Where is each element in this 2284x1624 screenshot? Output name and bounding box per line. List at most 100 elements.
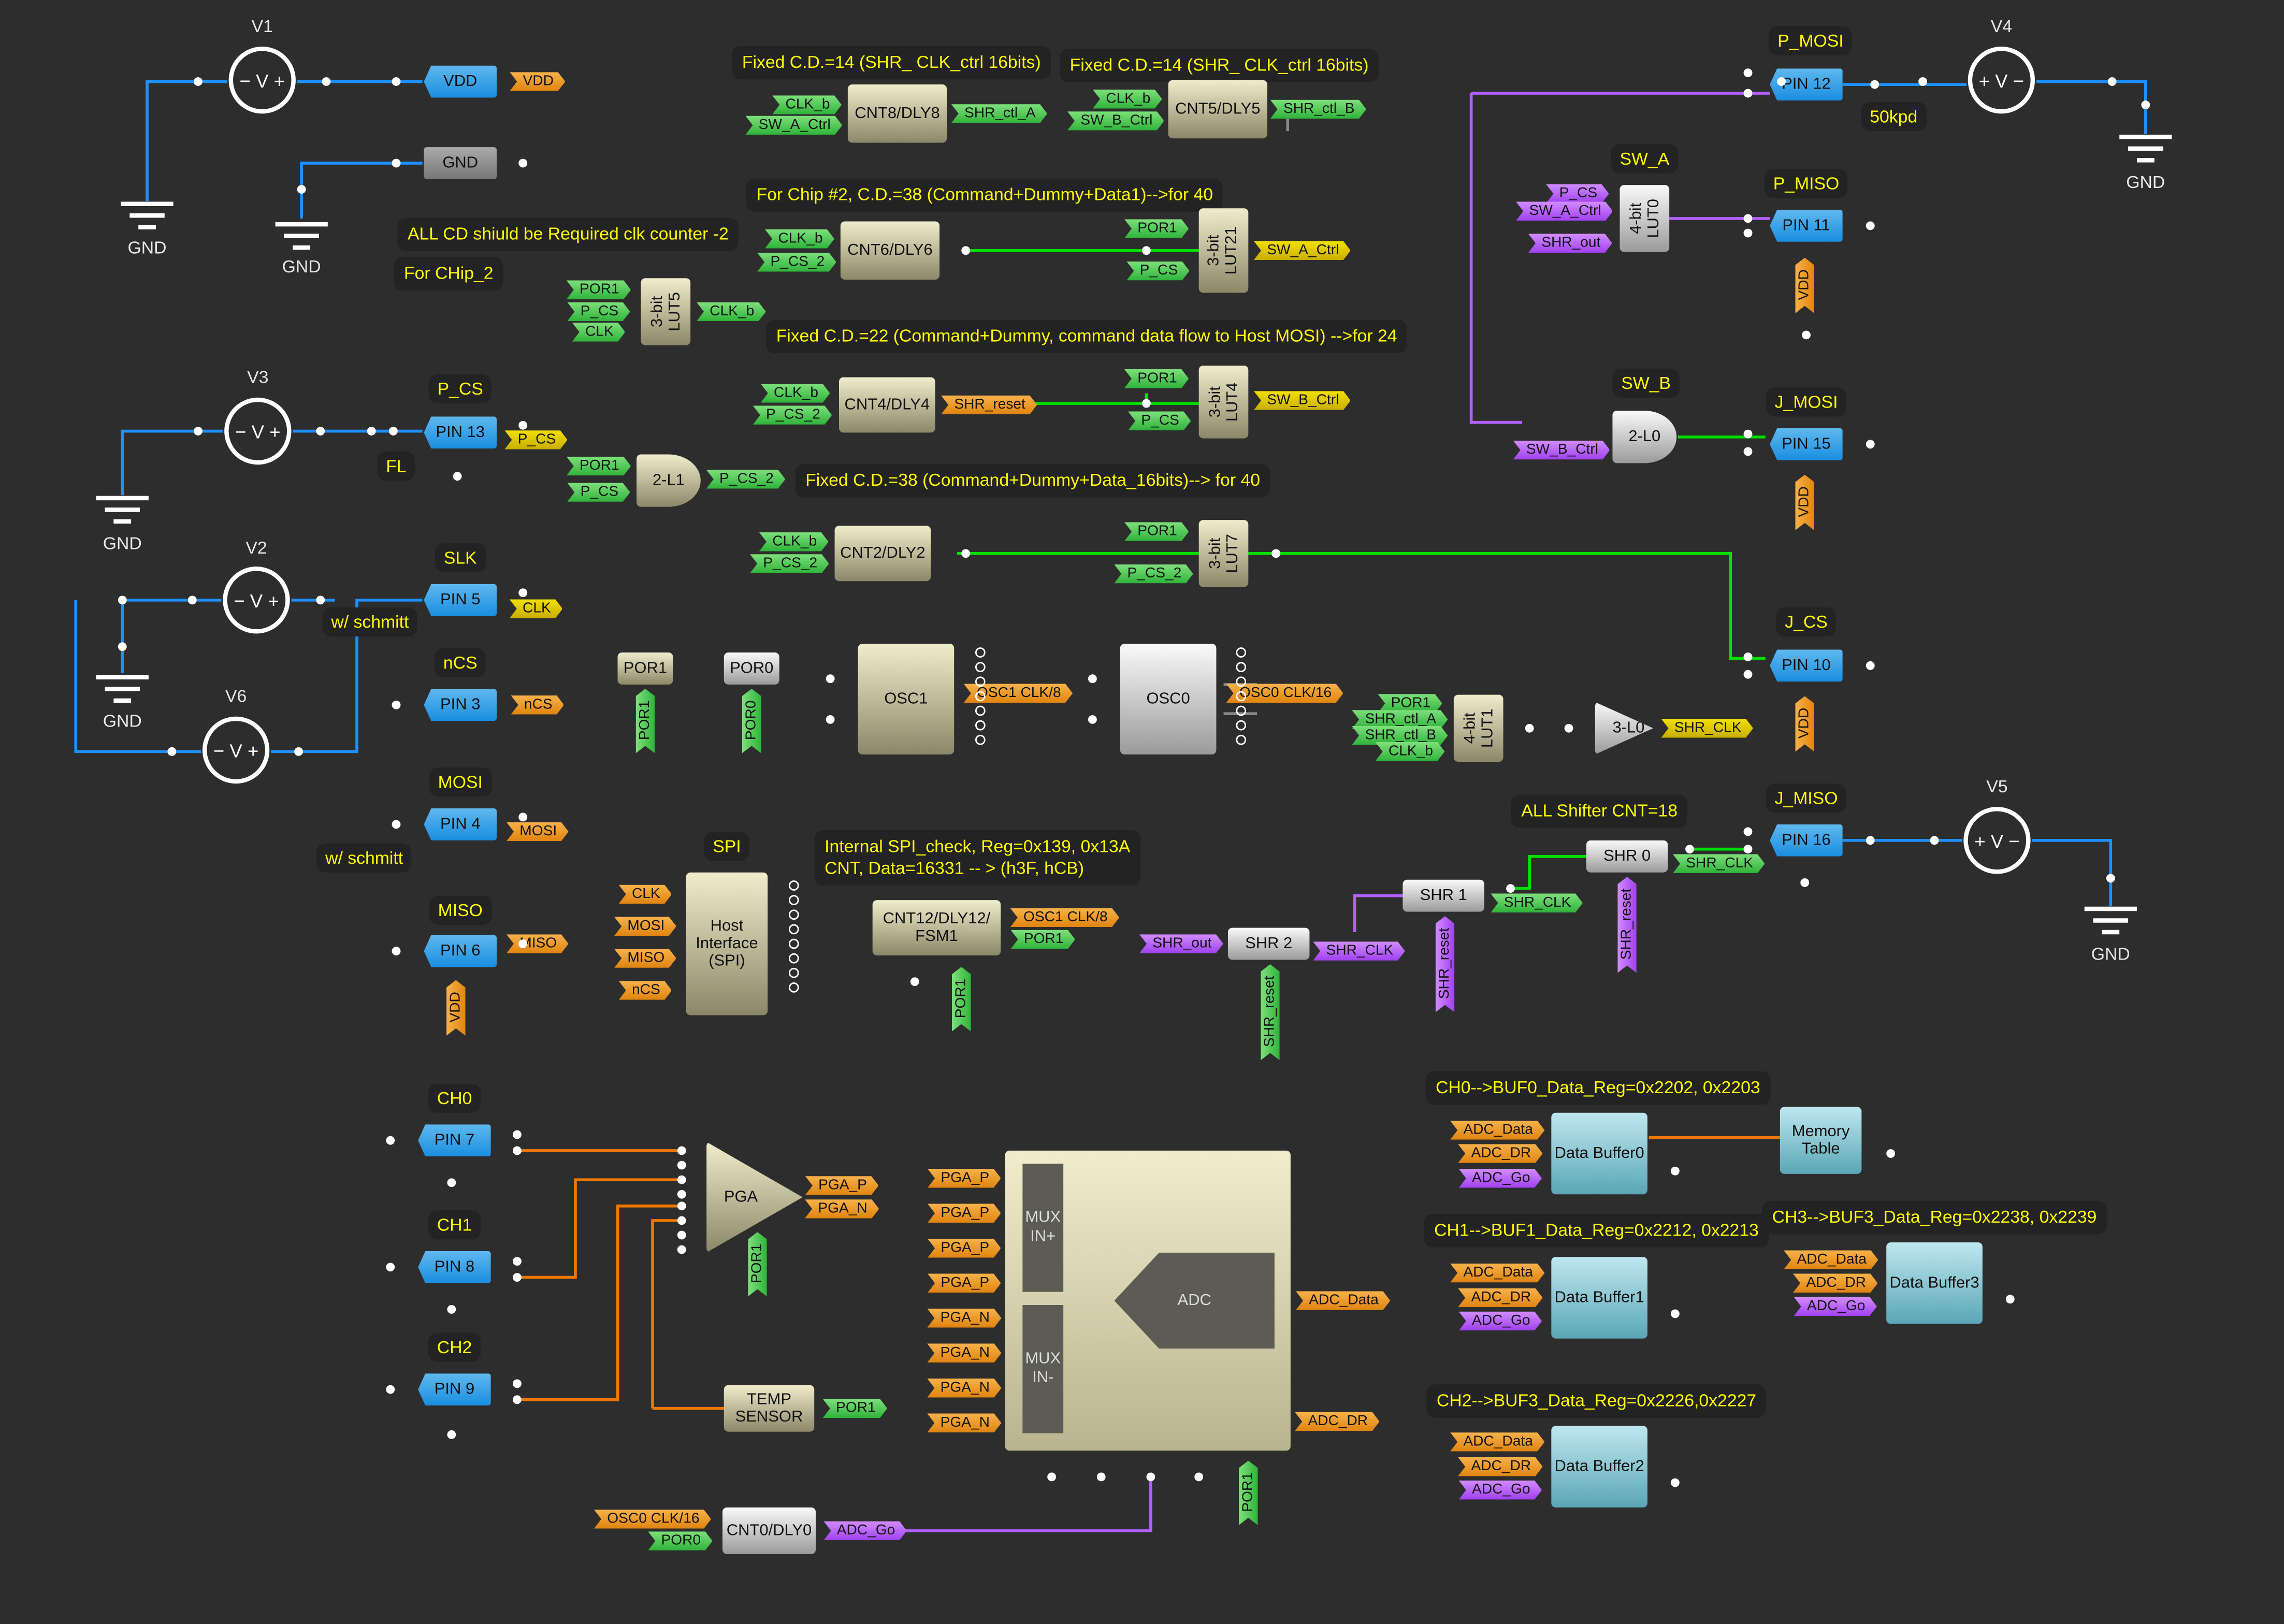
net-tag-p-cs-2[interactable]: P_CS_2 [750,554,829,573]
block-cnt2-dly2[interactable]: CNT2/DLY2 [834,526,931,582]
net-tag-adc-go[interactable]: ADC_Go [1459,1481,1542,1500]
connection-dot[interactable] [1743,429,1753,439]
connection-dot[interactable] [1047,1472,1057,1482]
block-osc0[interactable]: OSC0 [1120,644,1217,755]
net-tag-shr-reset[interactable]: SHR_reset [941,396,1037,415]
port-terminal[interactable] [788,895,799,905]
net-tag-vdd[interactable]: VDD [446,980,466,1036]
block-data-buffer3[interactable]: Data Buffer3 [1886,1242,1983,1324]
connection-dot[interactable] [513,1146,522,1155]
connection-dot[interactable] [1670,1309,1680,1318]
port-terminal[interactable] [1236,647,1247,658]
net-tag-adc-go[interactable]: ADC_Go [823,1521,906,1541]
net-tag-p-cs[interactable]: P_CS [504,430,567,450]
connection-dot[interactable] [961,549,971,558]
pin-pin-16[interactable]: PIN 16 [1770,824,1843,857]
connection-dot[interactable] [1564,723,1573,733]
connection-dot[interactable] [1271,549,1281,558]
connection-dot[interactable] [316,596,325,605]
connection-dot[interactable] [367,427,376,436]
block-memory-table[interactable]: Memory Table [1780,1107,1862,1174]
connection-dot[interactable] [194,427,203,436]
net-tag-por1[interactable]: POR1 [1124,369,1189,388]
net-tag-pga-p[interactable]: PGA_P [928,1204,1001,1223]
connection-dot[interactable] [1743,214,1753,223]
connection-dot[interactable] [677,1190,686,1199]
connection-dot[interactable] [1930,836,1939,845]
net-tag-clk-b[interactable]: CLK_b [759,532,829,552]
net-tag-por1[interactable]: POR1 [748,1232,767,1296]
connection-dot[interactable] [187,596,197,605]
net-tag-shr-reset[interactable]: SHR_reset [1436,916,1455,1012]
block-3-bit-lut5[interactable]: 3-bit LUT5 [641,278,691,345]
port-terminal[interactable] [1236,662,1247,672]
connection-dot[interactable] [447,1178,456,1187]
block-por0[interactable]: POR0 [724,653,779,685]
block-cnt8-dly8[interactable]: CNT8/DLY8 [847,84,947,143]
port-terminal[interactable] [975,705,986,716]
port-terminal[interactable] [788,953,799,964]
port-terminal[interactable] [975,734,986,745]
net-tag-adc-data[interactable]: ADC_Data [1450,1264,1544,1283]
net-tag-pga-p[interactable]: PGA_P [928,1274,1001,1293]
block-shr-1[interactable]: SHR 1 [1403,879,1484,912]
pin-pin-8[interactable]: PIN 8 [418,1251,491,1283]
port-terminal[interactable] [975,676,986,687]
net-tag-adc-go[interactable]: ADC_Go [1459,1169,1542,1188]
net-tag-miso[interactable]: MISO [614,949,676,968]
connection-dot[interactable] [386,1385,395,1394]
net-tag-mosi[interactable]: MOSI [614,917,676,936]
voltage-source-v2[interactable]: − V + [223,567,290,634]
pin-pin-9[interactable]: PIN 9 [418,1373,491,1406]
net-tag-shr-out[interactable]: SHR_out [1528,234,1612,253]
port-terminal[interactable] [975,720,986,731]
net-tag-clk-b[interactable]: CLK_b [761,384,830,403]
net-tag-shr-ctl-a[interactable]: SHR_ctl_A [951,104,1047,123]
port-terminal[interactable] [788,924,799,935]
connection-dot[interactable] [1088,674,1097,684]
connection-dot[interactable] [513,1395,522,1404]
net-tag-shr-reset[interactable]: SHR_reset [1261,964,1280,1060]
connection-dot[interactable] [2141,100,2150,109]
connection-dot[interactable] [677,1201,686,1211]
block-2-l0[interactable]: 2-L0 [1612,411,1677,463]
net-tag-por1[interactable]: POR1 [1124,219,1189,238]
net-tag-pga-n[interactable]: PGA_N [927,1414,1001,1433]
net-tag-pga-p[interactable]: PGA_P [805,1176,879,1195]
net-tag-adc-dr[interactable]: ADC_DR [1793,1274,1877,1293]
connection-dot[interactable] [388,427,398,436]
pin-pin-15[interactable]: PIN 15 [1770,428,1843,460]
net-tag-shr-clk[interactable]: SHR_CLK [1661,719,1753,738]
net-tag-shr-ctl-a[interactable]: SHR_ctl_A [1352,710,1448,729]
net-tag-clk[interactable]: CLK [572,323,626,342]
net-tag-por1[interactable]: POR1 [823,1399,887,1418]
net-tag-vdd[interactable]: VDD [1795,475,1814,530]
connection-dot[interactable] [1886,1149,1896,1158]
connection-dot[interactable] [1088,715,1097,724]
net-tag-shr-ctl-b[interactable]: SHR_ctl_B [1352,726,1448,745]
connection-dot[interactable] [677,1146,686,1155]
port-terminal[interactable] [1236,691,1247,702]
block-4-bit-lut1[interactable]: 4-bit LUT1 [1453,694,1504,762]
net-tag-osc0-clk-16[interactable]: OSC0 CLK/16 [1226,684,1343,703]
net-tag-shr-ctl-b[interactable]: SHR_ctl_B [1270,100,1366,119]
connection-dot[interactable] [386,1263,395,1272]
connection-dot[interactable] [392,77,401,86]
net-tag-clk[interactable]: CLK [619,885,672,904]
block-4-bit-lut0[interactable]: 4-bit LUT0 [1620,185,1670,252]
connection-dot[interactable] [1146,1472,1155,1482]
connection-dot[interactable] [1918,77,1927,86]
net-tag-p-cs-2[interactable]: P_CS_2 [706,470,786,489]
connection-dot[interactable] [1802,330,1811,340]
net-tag-shr-clk[interactable]: SHR_CLK [1673,854,1765,874]
port-terminal[interactable] [975,691,986,702]
block-shr-2[interactable]: SHR 2 [1227,927,1310,960]
net-tag-sw-b-ctrl[interactable]: SW_B_Ctrl [1513,441,1610,460]
voltage-source-v3[interactable]: − V + [224,397,292,465]
net-tag-clk-b[interactable]: CLK_b [1376,742,1445,761]
connection-dot[interactable] [294,747,303,756]
net-tag-pga-n[interactable]: PGA_N [927,1344,1001,1363]
net-tag-adc-go[interactable]: ADC_Go [1794,1297,1877,1316]
connection-dot[interactable] [1866,221,1875,230]
